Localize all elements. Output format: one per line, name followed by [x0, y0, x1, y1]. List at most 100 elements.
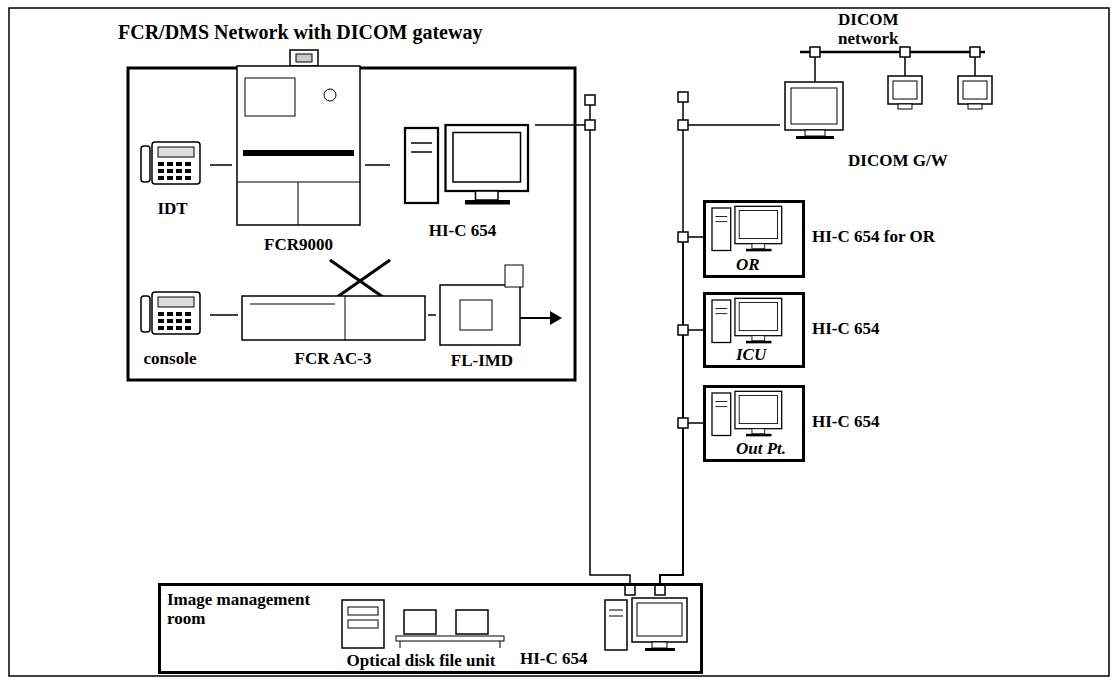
background-illustration	[712, 206, 782, 251]
location-label: OR	[736, 255, 760, 274]
junction-box	[810, 47, 820, 57]
device-node: FL-IMD	[436, 262, 528, 370]
workstation-icon	[968, 104, 982, 109]
workstation-icon	[958, 76, 992, 104]
device-label: FCR9000	[232, 235, 365, 254]
location-label: Out Pt.	[736, 439, 786, 458]
background-illustration	[712, 298, 782, 343]
gateway-monitor	[796, 136, 834, 139]
device-node: IDT	[135, 135, 210, 218]
junction-box	[585, 95, 595, 105]
fcr-ac3-machine	[242, 296, 425, 340]
gateway-monitor	[785, 82, 843, 130]
room-box: HI-C 654ICU	[703, 292, 805, 368]
fcr9000-machine	[298, 182, 299, 225]
fcr9000-machine	[296, 54, 312, 62]
optical-disk-unit	[342, 600, 504, 648]
network-cable	[428, 314, 436, 316]
location-label: ICU	[736, 345, 766, 364]
device-label: FL-IMD	[436, 351, 528, 370]
junction-box	[655, 585, 665, 595]
workstation-icon	[888, 76, 922, 104]
fcr9000-machine	[243, 150, 354, 156]
workstation-icon	[963, 81, 987, 99]
junction-box	[625, 585, 635, 595]
network-cable	[365, 164, 390, 166]
junction-box	[678, 232, 688, 242]
fcr9000-machine	[245, 78, 295, 116]
device-label: HI-C 654 for OR	[812, 227, 935, 246]
junction-box	[678, 418, 688, 428]
background-illustration	[605, 598, 687, 651]
network-cable	[210, 314, 238, 316]
diagram-title: FCR/DMS Network with DICOM gateway	[118, 20, 482, 44]
gateway-monitor	[785, 82, 843, 139]
fl-imd-machine	[460, 300, 492, 330]
network-cable	[660, 125, 780, 583]
optical-disk-unit	[404, 610, 436, 634]
fl-imd-machine	[440, 285, 520, 345]
fcr-ac3-machine	[250, 304, 335, 305]
optical-disk-unit	[348, 620, 378, 628]
optical-disk-unit	[396, 636, 504, 641]
device-node: FCR9000	[232, 48, 365, 254]
optical-disk-unit	[400, 641, 401, 648]
background-illustration	[141, 292, 200, 334]
background-illustration	[141, 142, 200, 184]
device-label: DICOM G/W	[848, 151, 948, 170]
fcr-ac3-machine	[242, 296, 425, 340]
device-label: console	[130, 349, 210, 368]
fcr9000-machine	[237, 66, 360, 225]
device-node: FCR AC-3	[238, 290, 428, 368]
optical-disk-unit	[348, 607, 378, 615]
device-node: console	[130, 285, 210, 368]
device-label: Image management room	[167, 590, 342, 628]
device-label: IDT	[135, 199, 210, 218]
device-label: HI-C 654	[812, 412, 880, 431]
network-cable	[660, 423, 703, 583]
room-box: Image management roomOptical disk file u…	[158, 583, 703, 674]
network-wires	[800, 51, 985, 54]
junction-box	[678, 325, 688, 335]
background-illustration	[712, 391, 782, 436]
room-box: HI-C 654Out Pt.	[703, 385, 805, 462]
device-node: DICOM G/W	[780, 75, 985, 175]
device-label: HI-C 654	[520, 649, 588, 668]
device-label: HI-C 654	[390, 221, 535, 240]
optical-disk-unit	[456, 610, 488, 634]
fcr9000-machine	[324, 89, 336, 101]
network-cable	[660, 237, 703, 583]
network-cable	[660, 330, 703, 583]
device-node: HI-C 654	[516, 596, 694, 670]
optical-disk-unit	[500, 641, 501, 648]
optical-disk-unit	[342, 600, 384, 648]
workstation-icon	[898, 104, 912, 109]
gateway-monitor	[791, 88, 837, 124]
junction-box	[585, 120, 595, 130]
network-cable	[535, 125, 630, 583]
fl-imd-machine	[550, 311, 562, 325]
device-label: FCR AC-3	[238, 349, 428, 368]
fcr9000-machine	[290, 50, 318, 66]
junction-box	[678, 120, 688, 130]
device-label: HI-C 654	[812, 319, 880, 338]
junction-box	[900, 47, 910, 57]
room-box: HI-C 654 for OROR	[703, 200, 805, 278]
fcr9000-machine	[237, 50, 360, 225]
device-node: Optical disk file unit	[330, 596, 512, 670]
network-label: DICOM network	[838, 10, 918, 48]
fl-imd-machine	[505, 265, 523, 287]
fl-imd-machine	[520, 317, 550, 319]
network-cable	[210, 164, 232, 166]
junction-box	[678, 92, 688, 102]
device-node: HI-C 654	[390, 120, 535, 240]
workstation-icon	[893, 81, 917, 99]
background-illustration	[9, 8, 1109, 676]
junction-box	[970, 47, 980, 57]
gateway-monitor	[805, 130, 825, 136]
fcr-ac3-machine	[345, 296, 346, 340]
fl-imd-machine	[440, 265, 562, 345]
